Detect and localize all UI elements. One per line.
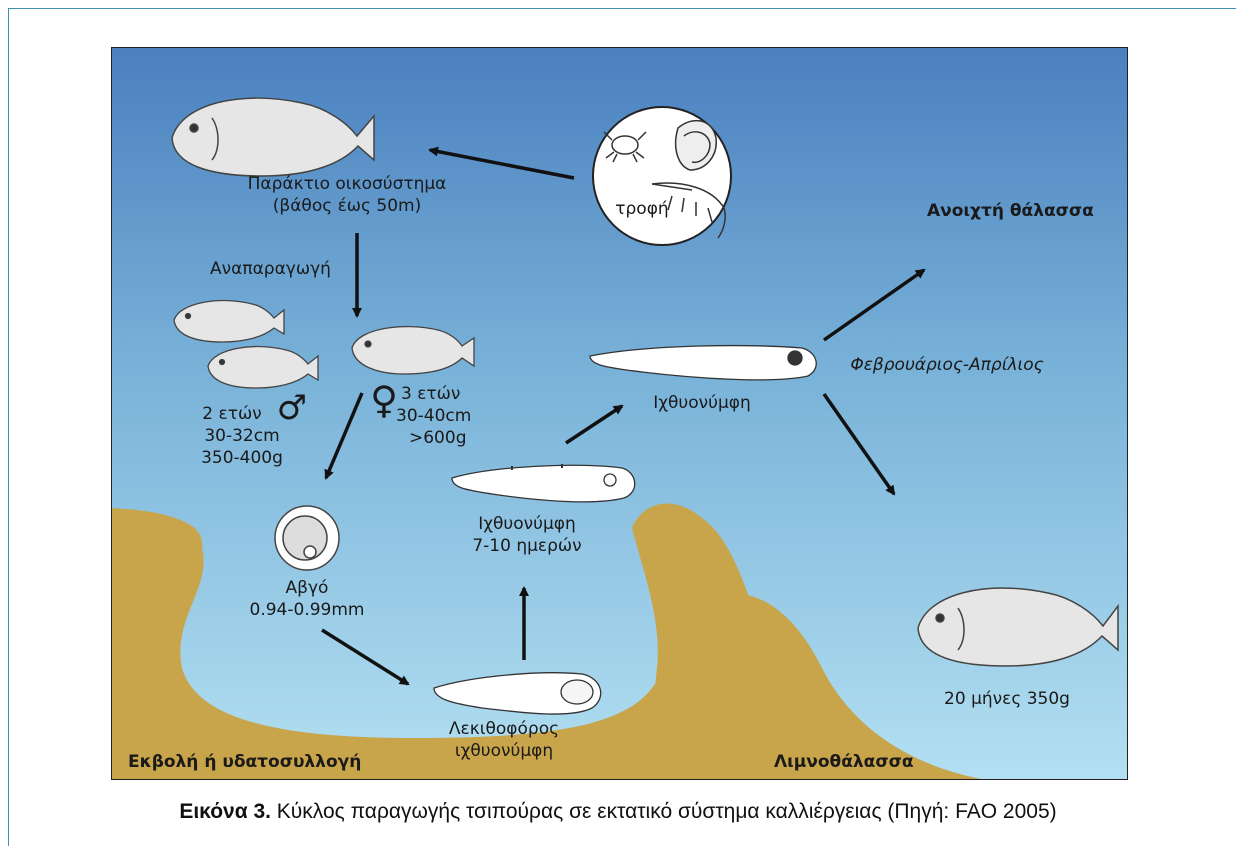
page-frame-top [8, 8, 1236, 9]
food-circle [593, 107, 731, 245]
coastal-ecosystem-label: Παράκτιο οικοσύστημα [222, 173, 472, 195]
life-cycle-diagram: τροφή Παράκτιο οικοσύστημα (βάθος έως 50… [111, 47, 1128, 780]
male-weight-label: 350-400g [187, 447, 297, 469]
estuary-label: Εκβολή ή υδατοσυλλογή [128, 751, 361, 773]
open-sea-label: Ανοιχτή θάλασσα [927, 200, 1067, 222]
egg-label: Αβγό [262, 577, 352, 599]
caption-text: Κύκλος παραγωγής τσιπούρας σε εκτατικό σ… [271, 800, 1057, 823]
coastal-depth-label: (βάθος έως 50m) [222, 195, 472, 217]
male-age-label: 2 ετών [192, 403, 272, 425]
female-age-label: 3 ετών [401, 383, 460, 405]
larva-7-10-label-1: Ιχθυονύμφη [462, 513, 592, 535]
female-weight-label: >600g [409, 427, 466, 449]
adult-label: 20 μήνες 350g [932, 688, 1082, 710]
egg-size-label: 0.94-0.99mm [242, 599, 372, 621]
male-length-label: 30-32cm [187, 425, 297, 447]
page-frame-left [8, 8, 9, 846]
larva-7-10-label-2: 7-10 ημερών [462, 535, 592, 557]
food-label: τροφή [612, 198, 672, 220]
figure-caption: Εικόνα 3. Κύκλος παραγωγής τσιπούρας σε … [0, 800, 1236, 824]
season-label: Φεβρουάριος-Απρίλιος [837, 354, 1057, 376]
yolk-larva-label-2: ιχθυονύμφη [434, 740, 574, 762]
reproduction-label: Αναπαραγωγή [210, 258, 331, 280]
caption-prefix: Εικόνα 3. [179, 800, 271, 823]
larva-label: Ιχθυονύμφη [632, 392, 772, 414]
male-symbol: ♂ [274, 390, 310, 426]
lagoon-label: Λιμνοθάλασσα [774, 751, 914, 773]
egg-icon [275, 506, 339, 570]
female-length-label: 30-40cm [396, 405, 471, 427]
yolk-larva-label-1: Λεκιθοφόρος [434, 718, 574, 740]
